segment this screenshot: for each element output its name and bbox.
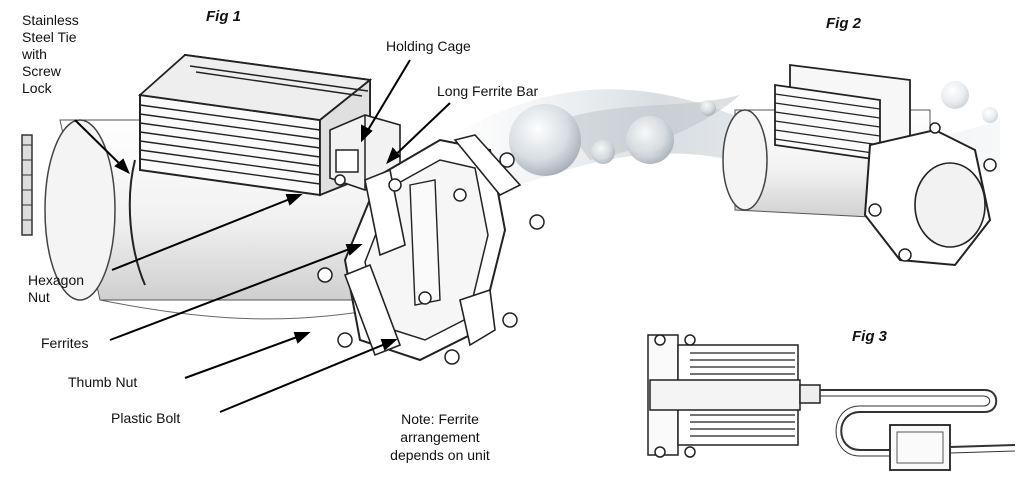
label-hexagon-line1: Hexagon [28,272,85,288]
fig2-title: Fig 2 [826,15,862,32]
leader-holding-cage [361,59,411,141]
arrowhead-stainless-tie [114,158,130,175]
arrowhead-thumb-nut [293,332,311,344]
fig3-unit-drawing [647,334,1016,471]
label-stainless-line2: Steel Tie [22,29,77,45]
note-line1: Note: Ferrite [401,411,479,427]
label-ferrites: Ferrites [41,335,89,351]
leader-ferrites [109,244,361,341]
label-thumb-nut: Thumb Nut [68,374,138,390]
label-stainless-line1: Stainless [22,12,79,28]
leader-thumb-nut [184,332,309,379]
fig1-ferrite-frame [317,134,545,365]
label-stainless-line3: with [22,46,47,62]
arrowhead-hexagon-nut [285,194,303,206]
leader-long-ferrite-bar [387,102,451,163]
label-holding-cage: Holding Cage [386,38,471,54]
label-stainless-steel-tie: Stainless Steel Tie with Screw Lock [22,12,79,97]
label-stainless-line5: Lock [22,80,52,96]
arrowhead-ferrites [345,244,363,256]
fig2-unit-drawing [722,63,997,267]
fig1-title: Fig 1 [206,8,242,25]
arrowhead-plastic-bolt [380,339,398,351]
label-stainless-line4: Screw [22,63,61,79]
arrowhead-long-ferrite-bar [386,147,401,165]
note-ferrite-arrangement: Note: Ferrite arrangement depends on uni… [360,410,520,464]
fig3-title: Fig 3 [852,328,888,345]
arrowhead-holding-cage [361,124,373,143]
fig1-unit-drawing [21,53,545,365]
fig1-holding-cage [329,114,401,191]
label-long-ferrite-bar: Long Ferrite Bar [437,83,539,99]
leader-hexagon-nut [111,194,301,271]
label-hexagon-nut: Hexagon Nut [28,272,84,306]
note-line3: depends on unit [390,447,490,463]
label-plastic-bolt: Plastic Bolt [111,410,181,426]
callout-leaders [74,59,451,413]
label-hexagon-line2: Nut [28,289,50,305]
note-line2: arrangement [400,429,480,445]
leader-plastic-bolt [219,339,396,413]
